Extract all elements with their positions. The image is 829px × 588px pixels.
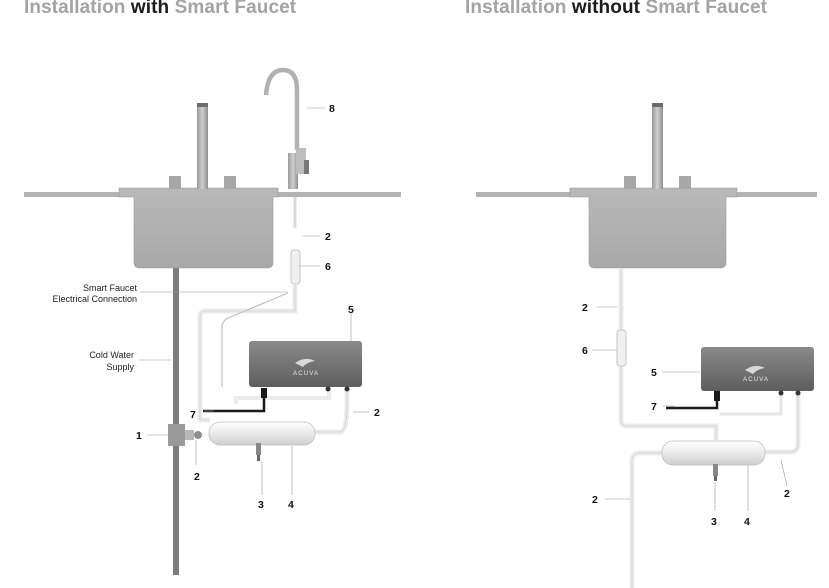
uv-purifier-box: ACUVA xyxy=(249,341,362,392)
brand-left: ACUVA xyxy=(293,371,319,377)
cold-water-label-1: Cold Water xyxy=(89,350,134,360)
sink-basin-right xyxy=(569,187,738,269)
callout-3: 3 xyxy=(258,499,264,511)
title-with-smart-faucet: Installation with Smart Faucet xyxy=(24,0,296,19)
callout-6: 6 xyxy=(325,261,331,273)
callout-7: 7 xyxy=(190,409,196,421)
supply-line-right xyxy=(629,450,664,588)
brand-right: ACUVA xyxy=(743,377,769,383)
smart-faucet-label-1: Smart Faucet xyxy=(83,283,138,293)
title-left-pre: Installation xyxy=(24,0,131,18)
smart-faucet-label-2: Electrical Connection xyxy=(52,294,137,304)
tee-valve xyxy=(168,424,202,446)
title-left-post: Smart Faucet xyxy=(169,0,297,18)
callout-2-lower-left-right: 2 xyxy=(592,494,598,506)
callout-5: 5 xyxy=(348,304,354,316)
callout-4: 4 xyxy=(288,499,294,511)
title-right-em: without xyxy=(571,0,641,18)
acuva-logo-icon xyxy=(295,358,315,367)
water-line-out xyxy=(234,388,331,404)
sediment-filter xyxy=(208,421,316,461)
uv-purifier-box-right: ACUVA xyxy=(701,347,814,396)
left-leader-lines xyxy=(139,107,369,495)
callout-7-right: 7 xyxy=(651,401,657,413)
cold-water-label-2: Supply xyxy=(106,362,134,372)
callout-2-top: 2 xyxy=(325,231,331,243)
callout-1: 1 xyxy=(136,430,142,442)
callout-2-valve: 2 xyxy=(194,471,200,483)
right-leader-lines xyxy=(592,306,788,511)
right-diagram: ACUVA 2 6 5 7 2 2 3 4 xyxy=(476,103,817,588)
sediment-filter-right xyxy=(661,440,766,481)
left-diagram: ACUVA xyxy=(24,67,401,575)
title-right-post: Smart Faucet xyxy=(640,0,768,18)
callout-6-right: 6 xyxy=(582,345,588,357)
electrical-connection-cable xyxy=(221,292,289,387)
callout-8: 8 xyxy=(329,103,335,115)
standard-faucet xyxy=(169,103,236,189)
power-cable-right xyxy=(666,392,719,410)
callout-2-right-right: 2 xyxy=(784,488,790,500)
acuva-logo-icon-right xyxy=(745,365,765,374)
callout-4-right: 4 xyxy=(744,516,750,528)
title-without-smart-faucet: Installation without Smart Faucet xyxy=(465,0,767,19)
cold-water-supply-pipe xyxy=(173,268,179,575)
callout-2-upper-right: 2 xyxy=(582,302,588,314)
sink-basin xyxy=(118,187,279,269)
callout-3-right: 3 xyxy=(711,516,717,528)
standard-faucet-right xyxy=(624,103,691,189)
callout-5-right: 5 xyxy=(651,367,657,379)
smart-faucet xyxy=(263,67,309,189)
title-left-em: with xyxy=(130,0,170,18)
inline-check-valve-right xyxy=(616,329,627,367)
title-right-pre: Installation xyxy=(465,0,572,18)
inline-check-valve xyxy=(290,249,301,285)
callout-2-right: 2 xyxy=(374,407,380,419)
